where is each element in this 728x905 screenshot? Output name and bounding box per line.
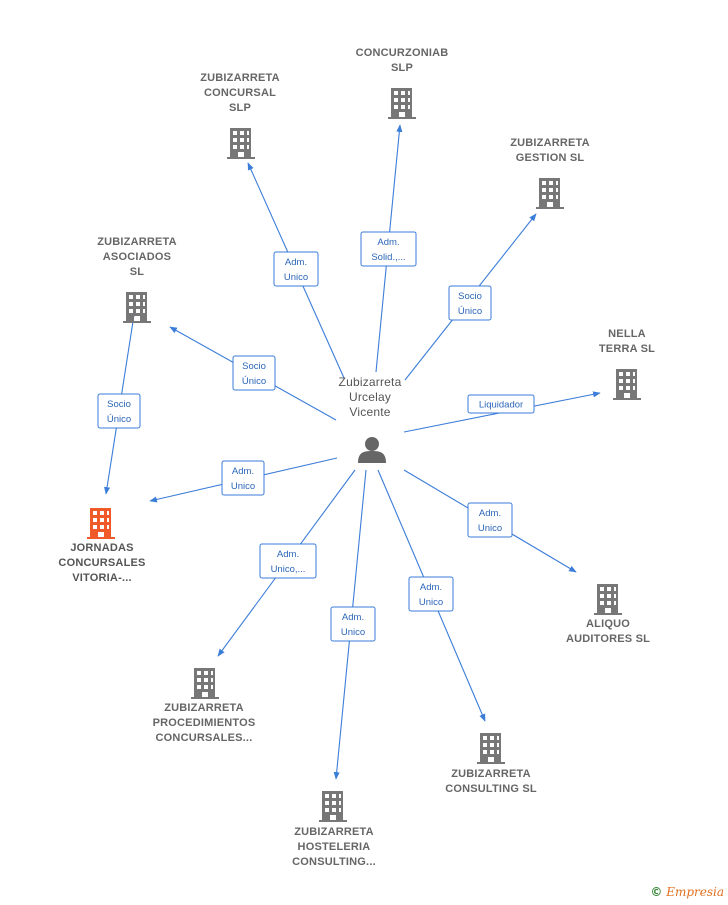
company-jornadas-building-icon[interactable] (87, 508, 115, 539)
company-zub-concursal-label-line-3: SLP (229, 102, 251, 114)
relation-label-aliquo[interactable]: Adm. Unico (467, 502, 513, 538)
relation-label-aliquo-line-1: Adm. (479, 508, 501, 519)
relation-label-zub-hosteleria-line-1: Adm. (342, 612, 364, 623)
company-jornadas-label-line-1: JORNADAS (70, 542, 133, 554)
company-zub-asociados-building-icon[interactable] (123, 292, 151, 323)
company-zub-concursal-label-line-2: CONCURSAL (204, 87, 276, 99)
company-nella-terra-building-icon[interactable] (613, 369, 641, 400)
company-zub-procedimientos-label-line-1: ZUBIZARRETA (164, 702, 244, 714)
relation-label-jornadas-line-2: Único (107, 414, 131, 425)
relation-label-nella-terra[interactable]: Liquidador (467, 394, 535, 414)
relation-label-zub-gestion-line-2: Único (458, 306, 482, 317)
company-zub-hosteleria-label-line-2: HOSTELERIA (298, 841, 371, 853)
relation-label-nella-terra-line-1: Liquidador (479, 400, 523, 411)
relation-label-zub-concursal[interactable]: Adm. Unico (273, 251, 319, 287)
relation-label-concurzoniab-line-1: Adm. (377, 237, 399, 248)
company-zub-asociados-label-line-3: SL (130, 266, 145, 278)
company-aliquo-building-icon[interactable] (594, 584, 622, 615)
company-concurzoniab-label-line-2: SLP (391, 62, 413, 74)
company-zub-gestion-label-line-1: ZUBIZARRETA (510, 137, 590, 149)
company-zub-gestion-building-icon[interactable] (536, 178, 564, 209)
relation-label-zub-consulting[interactable]: Adm. Unico (408, 576, 454, 612)
company-concurzoniab-label-line-1: CONCURZONIAB (356, 47, 449, 59)
company-zub-hosteleria-building-icon[interactable] (319, 791, 347, 822)
company-zub-hosteleria-label-line-3: CONSULTING... (292, 856, 376, 868)
company-zub-asociados-label-line-2: ASOCIADOS (103, 251, 171, 263)
relation-label-zub-consulting-line-1: Adm. (420, 582, 442, 593)
company-zub-asociados-label-line-1: ZUBIZARRETA (97, 236, 177, 248)
company-zub-procedimientos-label-line-3: CONCURSALES... (156, 732, 253, 744)
relation-label-zub-asociados-line-1: Socio (242, 361, 266, 372)
relation-label-zub-procedimientos-line-1: Adm. (277, 549, 299, 560)
relation-label-zub-consulting-line-2: Unico (419, 597, 443, 608)
relation-label-zub-procedimientos[interactable]: Adm. Unico,... (259, 543, 317, 579)
company-jornadas-label-line-2: CONCURSALES (58, 557, 145, 569)
relation-label-jornadas[interactable]: Adm. Unico (221, 460, 265, 496)
relation-label-zub-concursal-line-2: Unico (284, 272, 308, 283)
company-nella-terra-label-line-1: NELLA (608, 328, 646, 340)
company-zub-consulting-label-line-1: ZUBIZARRETA (451, 768, 531, 780)
relation-label-jornadas-line-1: Adm. (232, 466, 254, 477)
relation-label-zub-hosteleria[interactable]: Adm. Unico (330, 606, 376, 642)
company-aliquo-label-line-1: ALIQUO (586, 618, 630, 630)
relation-label-zub-asociados-line-2: Único (242, 376, 266, 387)
company-zub-hosteleria-label-line-1: ZUBIZARRETA (294, 826, 374, 838)
relation-label-zub-hosteleria-line-2: Unico (341, 627, 365, 638)
relation-label-zub-concursal-line-1: Adm. (285, 257, 307, 268)
person-name-line-3: Vicente (349, 405, 390, 419)
relation-label-aliquo-line-2: Unico (478, 523, 502, 534)
relation-label-zub-gestion-line-1: Socio (458, 291, 482, 302)
company-aliquo-label-line-2: AUDITORES SL (566, 633, 650, 645)
relation-label-zub-procedimientos-line-2: Unico,... (271, 564, 306, 575)
person-name-line-1: Zubizarreta (339, 375, 402, 389)
person-name-line-2: Urcelay (349, 390, 391, 404)
company-zub-consulting-building-icon[interactable] (477, 733, 505, 764)
relation-label-jornadas-line-2: Unico (231, 481, 255, 492)
company-zub-procedimientos-building-icon[interactable] (191, 668, 219, 699)
copyright-icon: © (650, 885, 663, 899)
company-nella-terra-label-line-2: TERRA SL (599, 343, 655, 355)
relation-label-jornadas-line-1: Socio (107, 399, 131, 410)
company-concurzoniab-building-icon[interactable] (388, 88, 416, 119)
company-jornadas-label-line-3: VITORIA-... (72, 572, 131, 584)
company-zub-concursal-label-line-1: ZUBIZARRETA (200, 72, 280, 84)
person-icon[interactable] (358, 437, 386, 463)
company-zub-procedimientos-label-line-2: PROCEDIMIENTOS (153, 717, 256, 729)
relation-label-concurzoniab-line-2: Solid.,... (371, 252, 405, 263)
relation-label-concurzoniab[interactable]: Adm. Solid.,... (360, 231, 417, 267)
company-zub-consulting-label-line-2: CONSULTING SL (445, 783, 537, 795)
company-zub-concursal-building-icon[interactable] (227, 128, 255, 159)
brand-logo: Empresia (666, 885, 724, 899)
footer-brand: © Empresia (650, 885, 724, 899)
company-zub-gestion-label-line-2: GESTION SL (516, 152, 585, 164)
